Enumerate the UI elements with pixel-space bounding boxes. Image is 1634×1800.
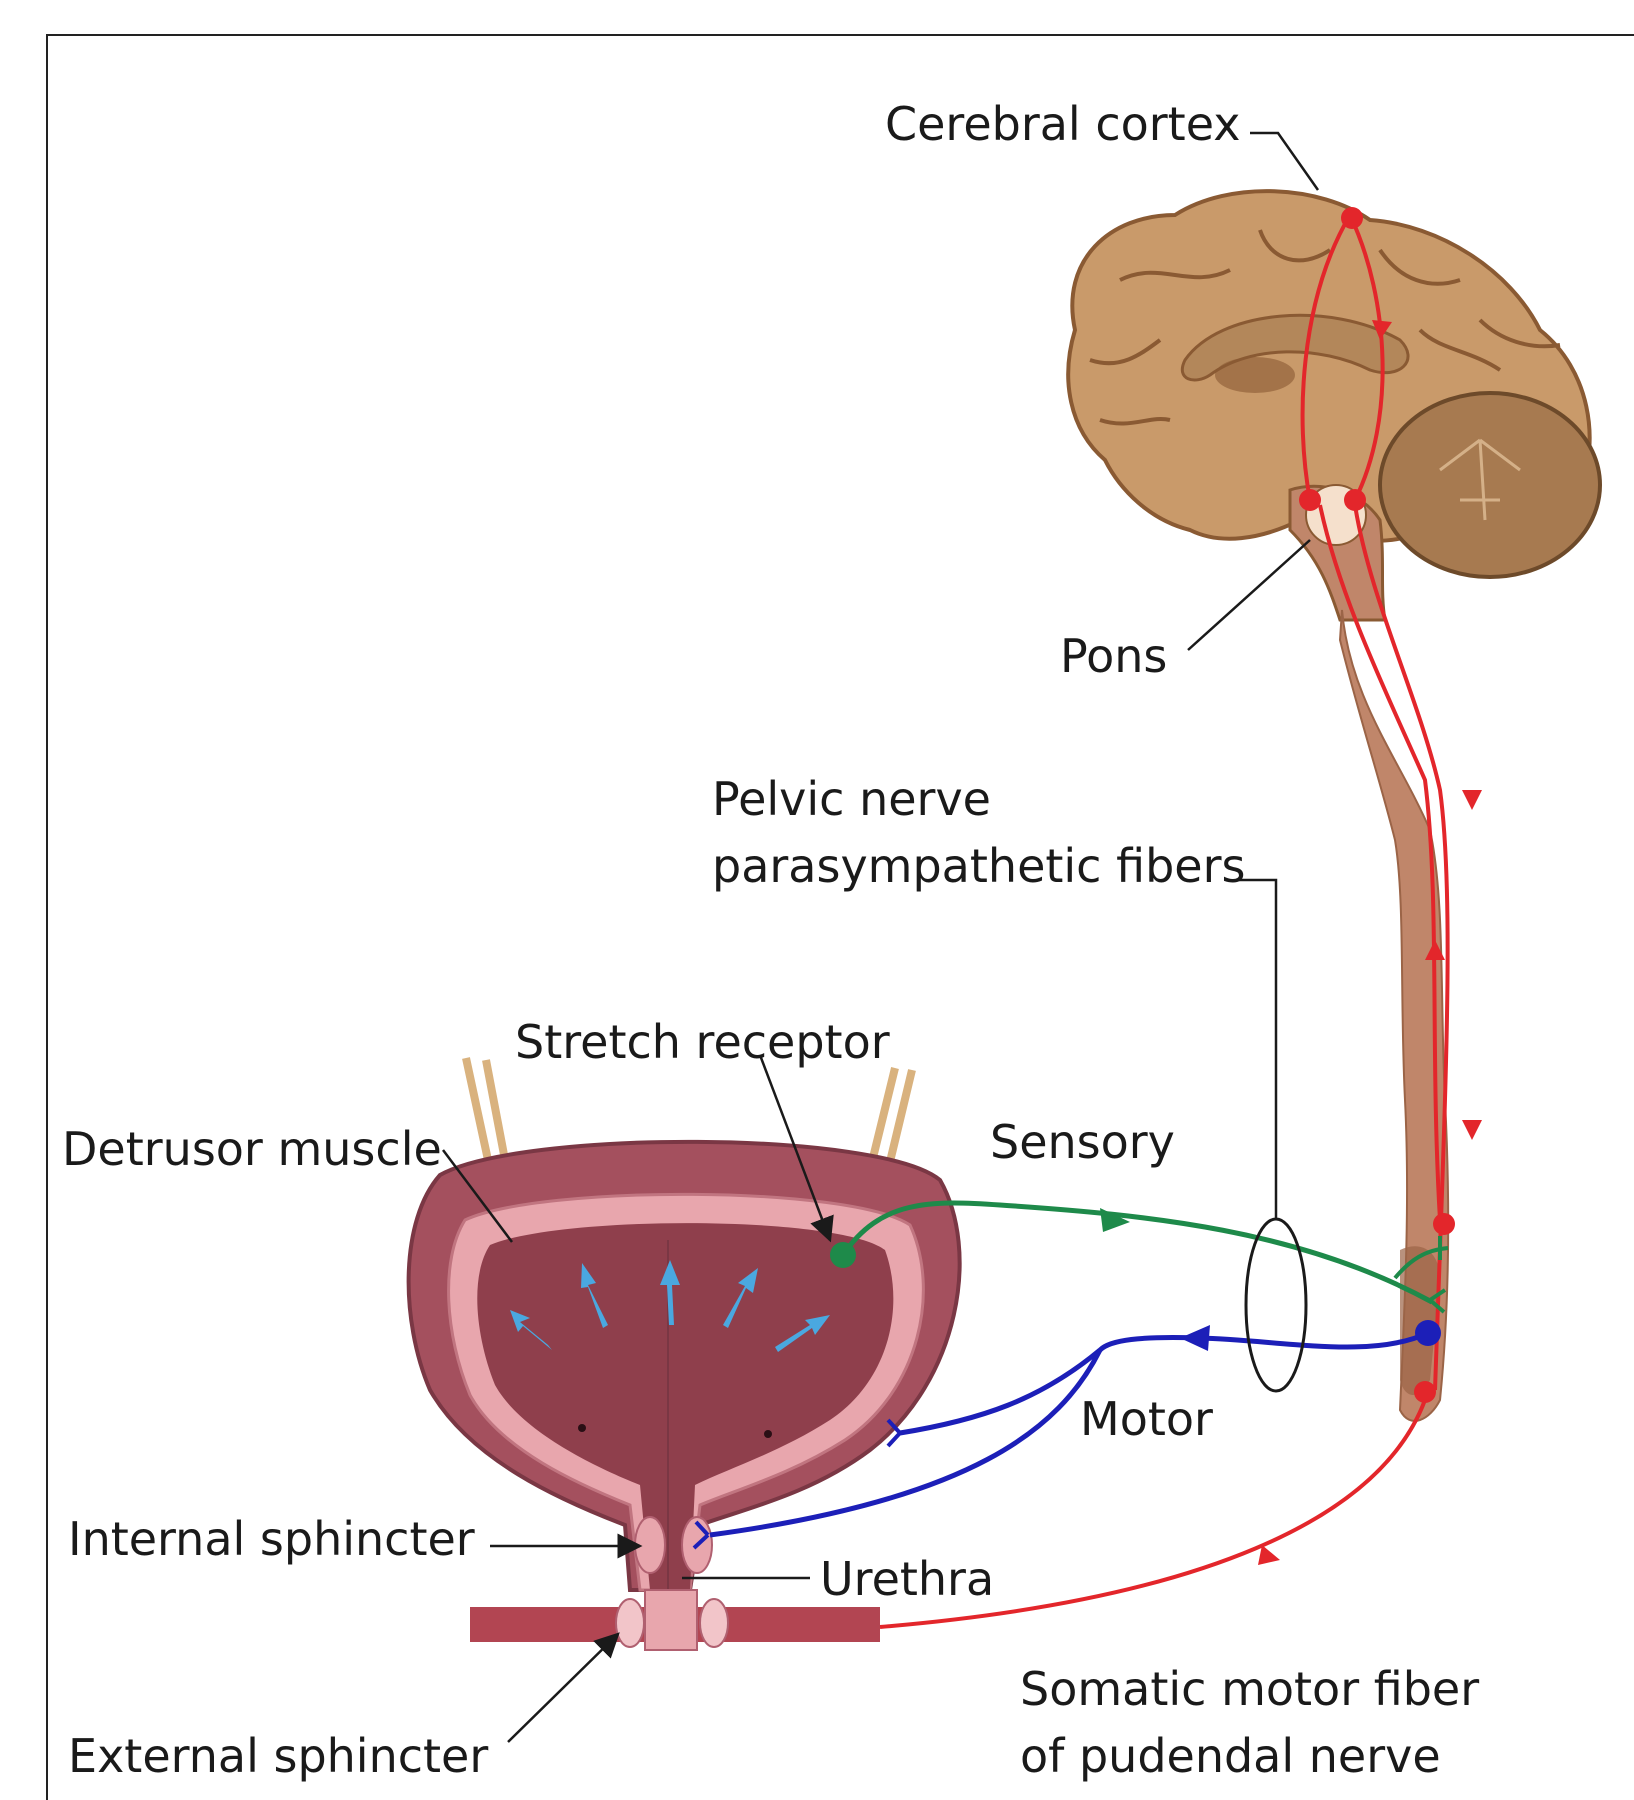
motor-neuron-body: [1415, 1320, 1441, 1346]
label-urethra: Urethra: [820, 1552, 994, 1606]
label-somatic-line2: of pudendal nerve: [1020, 1729, 1441, 1783]
label-stretch-receptor: Stretch receptor: [515, 1015, 890, 1069]
label-pelvic-nerve-line2: parasympathetic fibers: [712, 839, 1245, 893]
label-somatic-line1: Somatic motor fiber: [1020, 1662, 1479, 1716]
label-sensory: Sensory: [990, 1115, 1175, 1169]
pelvic-nerve-bundle-ring: [1246, 1219, 1306, 1391]
label-internal-sphincter: Internal sphincter: [68, 1512, 475, 1566]
external-sphincter-left: [616, 1599, 644, 1647]
external-sphincter-right: [700, 1599, 728, 1647]
cerebellum-shape: [1380, 393, 1600, 577]
label-detrusor-muscle: Detrusor muscle: [62, 1122, 442, 1176]
stretch-receptor-node: [830, 1242, 856, 1268]
label-external-sphincter: External sphincter: [68, 1729, 488, 1783]
label-pons: Pons: [1060, 629, 1167, 683]
label-cerebral-cortex: Cerebral cortex: [885, 97, 1240, 151]
label-motor: Motor: [1080, 1392, 1213, 1446]
label-pelvic-nerve-line1: Pelvic nerve: [712, 772, 991, 826]
urethra-tube: [645, 1590, 697, 1650]
